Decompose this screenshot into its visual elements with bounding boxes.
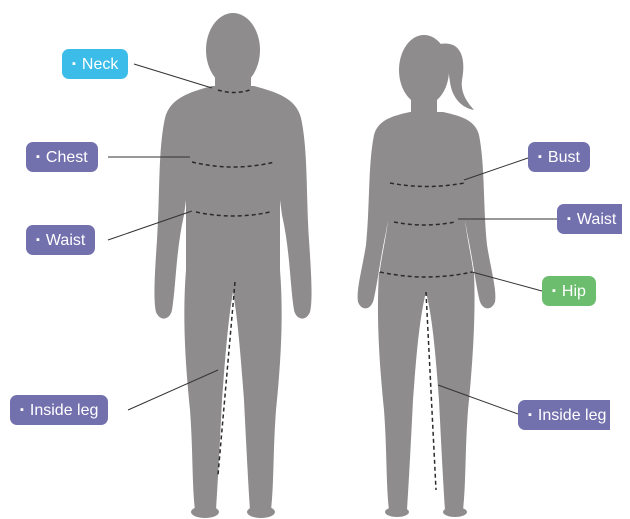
bullet-icon: ▪: [20, 404, 24, 416]
bullet-icon: ▪: [552, 285, 556, 297]
bullet-icon: ▪: [567, 213, 571, 225]
female-inside-leg-label: ▪ Inside leg: [518, 400, 610, 430]
female-inside-leg-label-text: Inside leg: [538, 407, 607, 424]
bullet-icon: ▪: [36, 234, 40, 246]
bullet-icon: ▪: [72, 58, 76, 70]
male-inside-leg-label: ▪ Inside leg: [10, 395, 108, 425]
neck-label: ▪ Neck: [62, 49, 128, 79]
male-inside-leg-label-text: Inside leg: [30, 402, 99, 419]
bust-label-text: Bust: [548, 149, 580, 166]
female-figure: [358, 35, 496, 517]
bust-label: ▪ Bust: [528, 142, 590, 172]
male-figure: [154, 13, 311, 518]
bullet-icon: ▪: [538, 151, 542, 163]
hip-label-text: Hip: [562, 283, 586, 300]
chest-label-text: Chest: [46, 149, 88, 166]
female-waist-label: ▪ Waist: [557, 204, 622, 234]
hip-label: ▪ Hip: [542, 276, 596, 306]
male-waist-label-text: Waist: [46, 232, 85, 249]
bullet-icon: ▪: [36, 151, 40, 163]
chest-label: ▪ Chest: [26, 142, 98, 172]
male-waist-label: ▪ Waist: [26, 225, 95, 255]
neck-label-text: Neck: [82, 56, 118, 73]
bullet-icon: ▪: [528, 409, 532, 421]
female-waist-label-text: Waist: [577, 211, 616, 228]
neck-leader: [134, 64, 212, 88]
